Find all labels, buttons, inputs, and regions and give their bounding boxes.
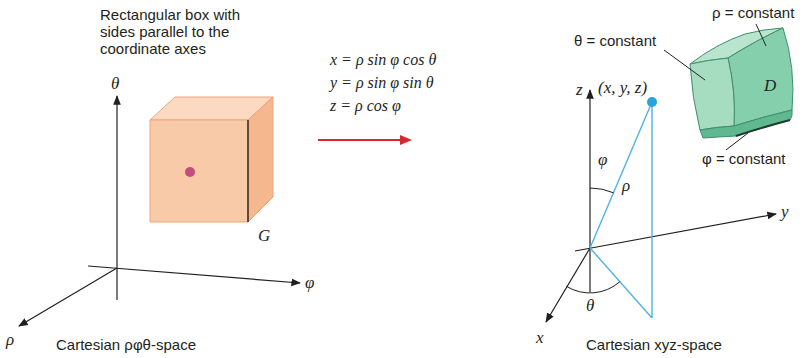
- surface-label: φ = constant: [702, 150, 786, 167]
- projection-line: [590, 248, 652, 318]
- axis-label: x: [536, 328, 544, 347]
- x-axis: [546, 248, 590, 322]
- angle-label: φ: [598, 150, 607, 169]
- theta-axis: [116, 96, 117, 300]
- surface-label: ρ = constant: [712, 4, 794, 21]
- region-theta-face: [690, 58, 734, 130]
- region-label: D: [764, 76, 776, 95]
- theta-face-leader: [664, 50, 705, 80]
- theta-arc: [567, 282, 620, 293]
- phi-arc: [590, 188, 614, 193]
- leader-lines: [664, 24, 766, 150]
- rho-axis: [19, 268, 117, 326]
- region-edge: [736, 120, 790, 136]
- phi-axis: [88, 266, 300, 283]
- equation: y = ρ sin φ sin θ: [330, 73, 434, 92]
- box-point: [185, 167, 195, 177]
- point-xyz: [647, 97, 657, 107]
- z-axis: [589, 90, 590, 292]
- phi-face-leader: [726, 133, 748, 150]
- box-g: [150, 97, 273, 222]
- axis-label: φ: [305, 273, 314, 292]
- angle-arcs: [567, 188, 620, 293]
- mapping-arrow: [318, 135, 412, 145]
- axis-label: θ: [111, 74, 119, 93]
- equation: x = ρ sin φ cos θ: [330, 50, 436, 69]
- box-side: [248, 97, 273, 222]
- segment-label: ρ: [622, 176, 630, 195]
- panel-caption: Cartesian xyz-space: [586, 336, 722, 353]
- surface-label: θ = constant: [574, 32, 656, 49]
- box-front: [150, 120, 248, 222]
- box-description: Rectangular box with sides parallel to t…: [100, 6, 272, 57]
- rho-line: [590, 102, 652, 248]
- drop-line: [651, 102, 652, 318]
- equation: z = ρ cos φ: [330, 96, 401, 115]
- y-axis: [575, 214, 776, 251]
- rho-phi-theta-axes: [19, 96, 300, 326]
- point-construction: [590, 102, 652, 318]
- box-edge: [247, 120, 248, 222]
- box-label: G: [258, 226, 270, 245]
- rho-face-leader: [756, 24, 766, 46]
- region-rho-face: [728, 28, 793, 126]
- point-label: (x, y, z): [598, 78, 647, 97]
- angle-label: θ: [586, 296, 594, 315]
- region-d: [690, 28, 793, 138]
- axis-label: ρ: [6, 330, 14, 349]
- region-phi-face: [700, 110, 792, 138]
- axis-label: z: [576, 80, 583, 99]
- axis-label: y: [781, 202, 789, 221]
- panel-caption: Cartesian ρφθ-space: [56, 336, 196, 353]
